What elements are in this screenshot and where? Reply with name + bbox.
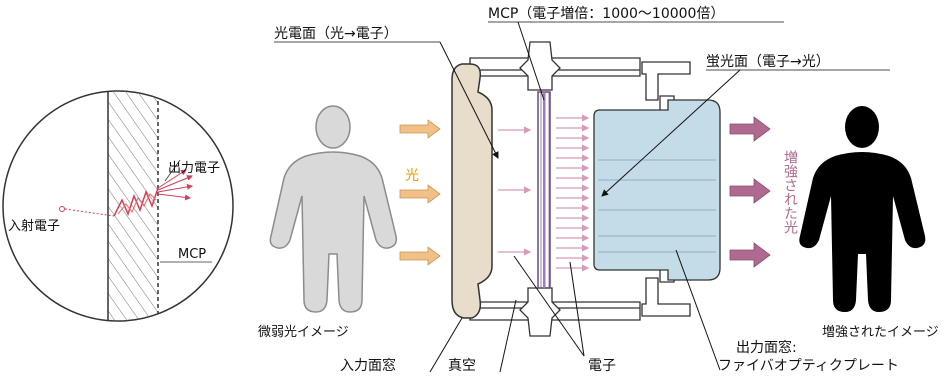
mcp-magnified-view: 出力電子 入射電子 MCP [2,90,234,322]
faint-person-silhouette [269,105,398,313]
mcp-channel-wall [108,91,158,321]
incident-electron-label: 入射電子 [8,218,60,234]
fiber-optic-plate-label: ファイバオプティクプレート [718,358,899,374]
input-window [451,63,493,319]
vacuum-leader [499,299,517,373]
vacuum-label: 真空 [448,358,476,374]
output-electrons-label: 出力電子 [168,161,220,176]
enhanced-light-label: 増強された光 [782,150,798,235]
phosphor-label: 蛍光面（電子→光） [706,54,830,70]
mcp-leader [517,21,545,101]
enhanced-light-arrows [729,116,771,268]
input-light-arrows [399,119,441,266]
electron-arrows [498,114,590,272]
phosphor-screen [593,99,721,281]
mcp-gain-label: MCP（電子増倍：1000〜10000倍） [488,6,724,22]
photocathode-label: 光電面（光→電子） [274,26,398,42]
mcp-detail-label: MCP [178,247,206,262]
electron-leader-2 [569,261,585,357]
bright-person-silhouette [799,106,926,312]
photocathode-leader [439,41,499,159]
electron-cascade [113,187,159,217]
tube-housing [469,41,691,337]
electrons-label: 電子 [588,358,616,374]
phosphor-leader [601,69,741,197]
output-window-leader [675,249,721,371]
fiber-optic-lines [598,159,716,253]
light-label: 光 [405,168,419,184]
faint-image-caption: 微弱光イメージ [258,325,349,340]
output-window-label: 出力面窓: [736,339,797,356]
input-window-leader [429,317,463,373]
input-window-label: 入力面窓 [340,357,396,374]
electron-leader-1 [513,255,585,357]
output-electron-rays [157,169,193,201]
electron-source-dot [59,206,65,212]
enhanced-image-caption: 増強されたイメージ [822,325,939,340]
incident-electron-path [64,208,115,217]
